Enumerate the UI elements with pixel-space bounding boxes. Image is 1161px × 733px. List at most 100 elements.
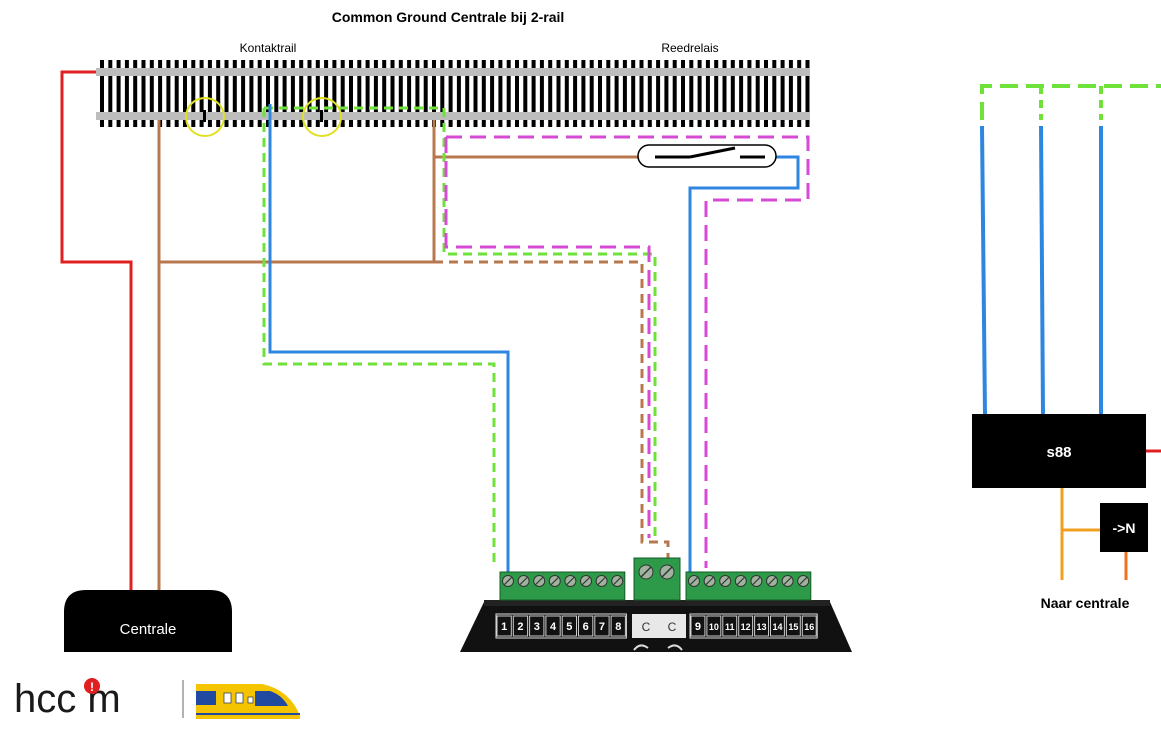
terminal-block-right: [685, 571, 812, 601]
terminal-label-cell: [512, 615, 529, 637]
terminal-screw-slot: [519, 577, 528, 585]
terminal-number: 5: [566, 621, 572, 633]
common-label-bg: [632, 614, 686, 638]
rail-gap-right: [320, 110, 323, 122]
terminal-screw-slot: [783, 577, 792, 585]
reed-relay-label: Reedrelais: [661, 41, 718, 55]
terminal-block-body: [685, 571, 812, 601]
to-n-label: ->N: [1113, 520, 1136, 536]
track-sleeper: [523, 60, 528, 127]
track-sleeper: [174, 60, 179, 127]
hcc-logo: hcc m !: [14, 677, 300, 721]
terminal-label-cell: [770, 615, 785, 637]
terminal-screw-slot: [582, 577, 590, 585]
track-sleeper: [108, 60, 113, 127]
track-sleeper: [448, 60, 453, 127]
track-sleeper: [124, 60, 129, 127]
terminal-number: 13: [757, 622, 767, 632]
terminal-label-cell: [578, 615, 594, 637]
wire-blue: [268, 104, 800, 574]
track-sleeper: [224, 60, 229, 127]
terminal-label-strip: [495, 613, 627, 639]
terminal-number: 1: [501, 621, 507, 633]
track-sleeper: [639, 60, 644, 127]
terminal-screw-slot: [736, 577, 745, 585]
terminal-number: 9: [695, 621, 701, 633]
rail-top: [96, 68, 810, 76]
track-sleeper: [266, 60, 270, 127]
track-sleeper: [672, 60, 677, 127]
track-sleeper: [349, 60, 353, 127]
terminal-number: 10: [709, 622, 719, 632]
track-sleeper: [714, 60, 719, 127]
terminal-number: 15: [788, 622, 798, 632]
track-sleeper: [324, 60, 329, 127]
track-sleeper: [697, 60, 702, 127]
wire-green-dashed-bus: [980, 84, 1161, 120]
s88-label: s88: [1046, 444, 1071, 461]
terminal-label-strip: [689, 613, 818, 639]
track-sleeper: [373, 60, 378, 127]
track-sleeper: [481, 60, 486, 127]
common-label-2: C: [668, 620, 677, 634]
terminal-number: 6: [583, 621, 589, 633]
track-sleeper: [755, 60, 760, 127]
wire-magenta-dashed-inner: [444, 137, 651, 538]
track-sleeper: [423, 60, 428, 127]
track-sleeper: [290, 60, 295, 127]
track-sleeper: [407, 60, 412, 127]
track-sleeper: [191, 60, 196, 127]
logo-brand-text: hcc m: [14, 677, 121, 721]
track-sleeper: [390, 60, 395, 127]
track-sleeper: [340, 60, 345, 127]
terminal-number: 12: [741, 622, 751, 632]
terminal-number: 16: [804, 622, 814, 632]
track-sleeper: [689, 60, 694, 127]
track-sleeper: [797, 60, 802, 127]
terminal-screw-slot: [705, 577, 714, 585]
logo-mark-icon: [84, 678, 100, 694]
track-sleeper: [382, 60, 387, 127]
track-sleeper: [490, 60, 495, 127]
track-sleeper: [307, 60, 312, 127]
contact-rail-label: Kontaktrail: [240, 41, 297, 55]
rail-bottom: [96, 112, 810, 120]
terminal-number: 4: [550, 621, 557, 633]
terminal-label-cell: [561, 615, 578, 637]
terminal-screw-slot: [535, 577, 544, 585]
terminal-number: 3: [534, 621, 540, 633]
track-sleeper: [315, 60, 320, 127]
track-sleeper: [183, 60, 187, 127]
track-sleeper: [515, 60, 519, 127]
track-sleeper: [440, 60, 445, 127]
track-sleeper: [257, 60, 262, 127]
diagram-title: Common Ground Centrale bij 2-rail: [332, 9, 565, 25]
track-sleeper: [722, 60, 727, 127]
terminal-label-cell: [610, 615, 626, 637]
terminal-screw-slot: [752, 577, 761, 585]
track-sleeper: [158, 60, 163, 127]
terminal-label-cell: [801, 615, 817, 637]
terminal-screw-slot: [597, 577, 606, 585]
track-sleeper: [656, 60, 661, 127]
terminal-number: 7: [599, 621, 605, 633]
isolation-marker-left: [185, 97, 225, 137]
to-central-label: Naar centrale: [1041, 595, 1130, 611]
reed-relay: [637, 144, 777, 168]
track-sleeper: [498, 60, 503, 127]
isolation-marker-right: [302, 97, 342, 137]
track-sleeper: [232, 60, 237, 127]
track-sleeper: [614, 60, 619, 127]
terminal-label-cell: [594, 615, 610, 637]
track-sleeper: [681, 60, 685, 127]
track-sleeper: [788, 60, 793, 127]
terminal-block-body: [499, 571, 626, 601]
track-sleeper: [564, 60, 569, 127]
terminal-label-cell: [738, 615, 754, 637]
track-sleeper: [274, 60, 279, 127]
track-sleeper: [149, 60, 154, 127]
wire-orange: [1060, 488, 1100, 580]
